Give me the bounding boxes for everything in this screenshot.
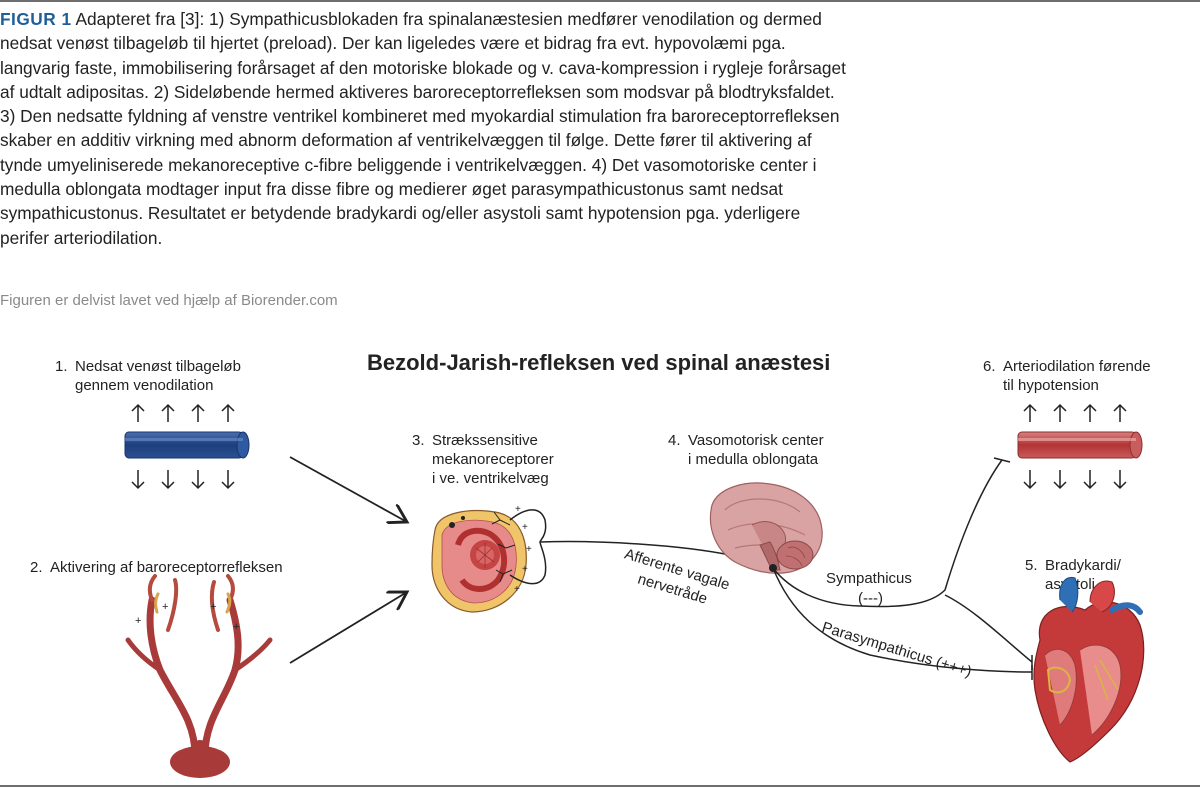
step-3-line2: mekanoreceptorer bbox=[432, 451, 554, 468]
step-4-label: 4. Vasomotorisk center i medulla oblongat… bbox=[668, 431, 824, 469]
step-3-line1: Strækssensitive bbox=[432, 432, 538, 449]
diagram-title: Bezold-Jarish-refleksen ved spinal anæst… bbox=[367, 350, 831, 375]
afferent-label: Afferente vagale nervetråde bbox=[622, 546, 731, 608]
step-6-line2: til hypotension bbox=[1003, 377, 1099, 394]
svg-text:+: + bbox=[162, 601, 168, 613]
carotid-arteries-icon bbox=[125, 574, 273, 778]
bottom-rule bbox=[0, 785, 1200, 787]
svg-text:+: + bbox=[526, 544, 532, 555]
step-1-line2: gennem venodilation bbox=[75, 377, 214, 394]
venodilation-arrows-icon bbox=[131, 403, 235, 490]
step-1-line1: Nedsat venøst tilbageløb bbox=[75, 358, 241, 375]
caption-text: Adapteret fra [3]: 1) Sympathicusblokade… bbox=[0, 9, 846, 248]
step-6-line1: Arteriodilation førende bbox=[1003, 358, 1151, 375]
step-2-number: 2. bbox=[30, 559, 43, 576]
svg-text:+: + bbox=[135, 615, 141, 627]
figure-caption: FIGUR 1 Adapteret fra [3]: 1) Sympathicu… bbox=[0, 7, 850, 250]
efferent-pathway-lines bbox=[772, 457, 1033, 680]
step-3-number: 3. bbox=[412, 432, 425, 449]
arrow-baroreflex-to-ventricle bbox=[289, 592, 407, 664]
arteriodilation-arrows-icon bbox=[1023, 403, 1127, 490]
brain-icon bbox=[709, 482, 823, 574]
step-4-number: 4. bbox=[668, 432, 681, 449]
step-3-label: 3. Strækssensitive mekanoreceptorer i ve.… bbox=[412, 431, 554, 488]
svg-text:+: + bbox=[522, 522, 528, 533]
step-1-number: 1. bbox=[55, 358, 68, 375]
parasympathicus-label: Parasympathicus (+++) bbox=[820, 619, 974, 681]
sympathicus-label-line2: (---) bbox=[858, 590, 883, 607]
step-5-number: 5. bbox=[1025, 557, 1038, 574]
svg-text:+: + bbox=[514, 584, 520, 595]
figure-credit: Figuren er delvist lavet ved hjælp af Bi… bbox=[0, 292, 338, 309]
step-4-line1: Vasomotorisk center bbox=[688, 432, 824, 449]
step-2-line1: Aktivering af baroreceptorrefleksen bbox=[50, 559, 283, 576]
plus-signs-icon: + + + + bbox=[135, 601, 239, 633]
figure-label: FIGUR 1 bbox=[0, 9, 72, 29]
receptor-plus-signs-icon: + + + + + bbox=[514, 504, 532, 595]
step-4-line2: i medulla oblongata bbox=[688, 451, 819, 468]
step-1-label: 1. Nedsat venøst tilbageløb gennem venodi… bbox=[55, 357, 241, 395]
ventricle-cross-section-icon bbox=[431, 509, 527, 613]
svg-text:+: + bbox=[522, 564, 528, 575]
arrow-venodilation-to-ventricle bbox=[289, 456, 407, 522]
step-5-line1: Bradykardi/ bbox=[1045, 557, 1121, 574]
step-6-label: 6. Arteriodilation førende til hypotensio… bbox=[983, 357, 1151, 395]
heart-icon bbox=[1033, 576, 1145, 763]
svg-text:+: + bbox=[233, 621, 239, 633]
step-3-line3: i ve. ventrikelvæg bbox=[432, 470, 549, 487]
artery-icon bbox=[1017, 431, 1143, 459]
nerve-branches-icon bbox=[491, 511, 516, 583]
top-rule bbox=[0, 0, 1200, 2]
svg-text:+: + bbox=[515, 504, 521, 515]
step-2-label: 2. Aktivering af baroreceptorrefleksen bbox=[30, 558, 283, 577]
svg-text:+: + bbox=[210, 601, 216, 613]
sympathicus-label-line1: Sympathicus bbox=[826, 570, 912, 587]
vein-icon bbox=[124, 431, 250, 459]
step-6-number: 6. bbox=[983, 358, 996, 375]
